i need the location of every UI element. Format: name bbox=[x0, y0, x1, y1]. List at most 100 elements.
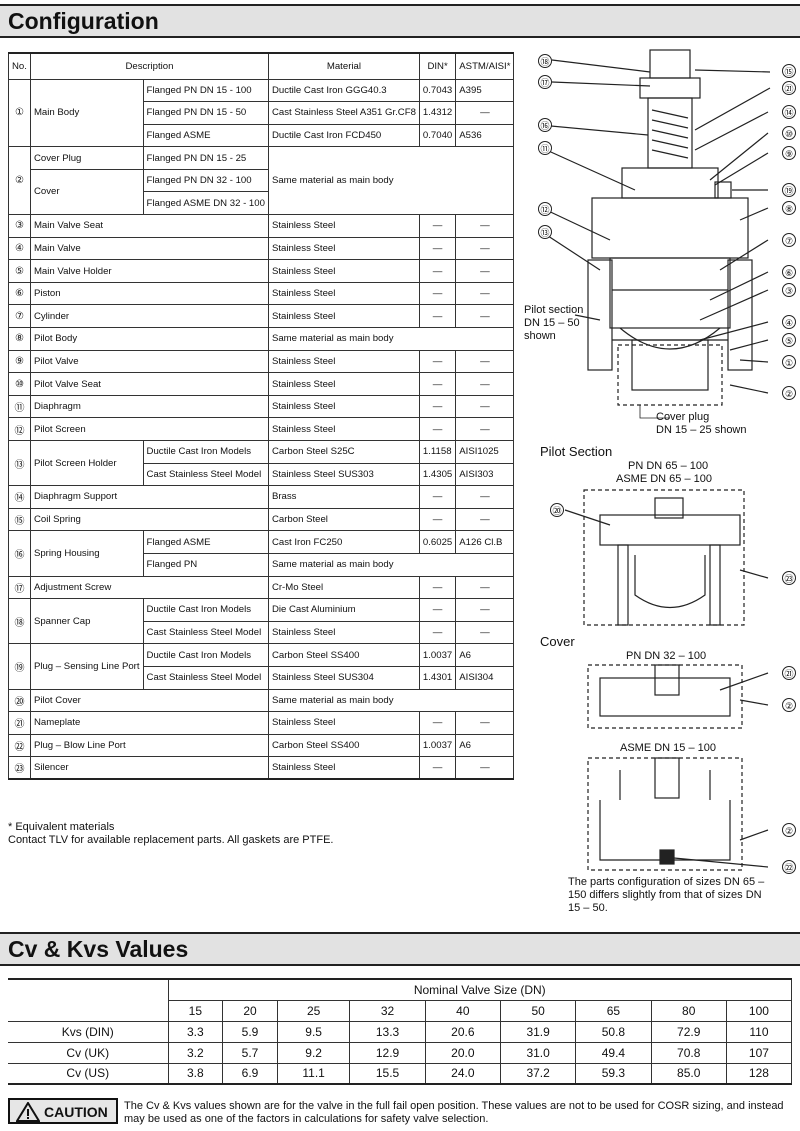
value-cell: 9.2 bbox=[276, 1041, 351, 1064]
value-cell: 11.1 bbox=[276, 1062, 351, 1085]
table-row: ⑬ Pilot Screen Holder Ductile Cast Iron … bbox=[8, 439, 515, 487]
material: Stainless Steel SUS303 bbox=[267, 462, 420, 487]
callout-17: ⑰ bbox=[538, 75, 552, 89]
material: Brass bbox=[267, 485, 420, 509]
material: Die Cast Aluminium bbox=[267, 598, 420, 622]
cylinder-shape bbox=[609, 257, 731, 329]
material: Carbon Steel SS400 bbox=[267, 643, 420, 667]
row-number: ⑪ bbox=[8, 394, 31, 419]
part-name: Main Valve bbox=[29, 236, 269, 261]
din-code: 1.4305 bbox=[418, 462, 457, 487]
value-cell: 37.2 bbox=[499, 1062, 577, 1085]
din-code: — bbox=[418, 259, 457, 283]
row-number: ④ bbox=[8, 236, 31, 261]
row-number: ⑬ bbox=[8, 439, 31, 487]
part-name: Silencer bbox=[29, 756, 269, 780]
material: Cast Stainless Steel A351 Gr.CF8 bbox=[267, 101, 420, 125]
material: Same material as main body bbox=[267, 688, 515, 713]
table-row: ⑯ Spring Housing Flanged ASME Cast Iron … bbox=[8, 530, 515, 577]
callout-2c: ② bbox=[782, 823, 796, 837]
din-code: 0.7040 bbox=[418, 123, 457, 148]
size-cell: 50 bbox=[499, 999, 577, 1022]
material: Ductile Cast Iron GGG40.3 bbox=[267, 78, 420, 103]
cover-plug-sizes: DN 15 – 25 shown bbox=[656, 424, 747, 436]
row-label: Cv (UK) bbox=[8, 1041, 169, 1064]
pilot-section-shape bbox=[591, 197, 749, 259]
row-number: ⑧ bbox=[8, 327, 31, 351]
din-code: 1.1158 bbox=[418, 440, 457, 464]
value-cell: 5.9 bbox=[222, 1020, 278, 1043]
din-code: — bbox=[418, 417, 457, 441]
table-row: Flanged ASME Ductile Cast Iron FCD450 0.… bbox=[9, 123, 515, 148]
cover-pn-outline bbox=[587, 664, 743, 729]
material: Stainless Steel bbox=[267, 417, 420, 441]
row-number: ⑳ bbox=[8, 688, 31, 713]
caution-badge: CAUTION bbox=[8, 1098, 118, 1124]
row-number: ㉒ bbox=[8, 733, 31, 758]
row-number: ③ bbox=[8, 214, 31, 238]
row-number: ⑤ bbox=[8, 259, 31, 283]
configuration-title: Configuration bbox=[8, 8, 159, 34]
callout-9: ⑨ bbox=[782, 146, 796, 160]
material: Stainless Steel bbox=[267, 711, 420, 735]
part-name: Plug – Blow Line Port bbox=[29, 733, 269, 758]
part-name: Pilot Cover bbox=[29, 688, 269, 713]
value-cell: 5.7 bbox=[222, 1041, 278, 1064]
material: Stainless Steel SUS304 bbox=[267, 665, 420, 690]
row-number: ⑰ bbox=[8, 575, 31, 600]
din-code: — bbox=[418, 711, 457, 735]
part-name: Nameplate bbox=[29, 711, 269, 735]
table-row: Cv (UK) 3.2 5.7 9.2 12.9 20.0 31.0 49.4 … bbox=[8, 1041, 793, 1064]
row-number: ⑮ bbox=[8, 507, 31, 532]
din-code: 1.4301 bbox=[418, 665, 457, 690]
table-row: Flanged PN Same material as main body bbox=[9, 552, 515, 577]
astm-code: — bbox=[455, 756, 515, 780]
part-variant: Flanged PN bbox=[142, 552, 269, 577]
value-cell: 31.0 bbox=[499, 1041, 577, 1064]
table-row: Cover Flanged PN DN 32 - 100 bbox=[9, 168, 514, 216]
table-header-row: Nominal Valve Size (DN) bbox=[8, 978, 792, 1022]
din-code: — bbox=[418, 485, 457, 509]
din-code: 1.0037 bbox=[418, 643, 457, 667]
din-code: — bbox=[418, 620, 457, 645]
sensing-plug-shape bbox=[714, 181, 732, 199]
callout-10: ⑩ bbox=[782, 126, 796, 140]
nominal-size-header: Nominal Valve Size (DN) bbox=[167, 978, 792, 1001]
warning-triangle-icon bbox=[16, 1102, 40, 1122]
material: Stainless Steel bbox=[267, 214, 420, 238]
din-code: — bbox=[418, 304, 457, 329]
material: Stainless Steel bbox=[267, 281, 420, 306]
material: Ductile Cast Iron FCD450 bbox=[267, 123, 420, 148]
din-code: 0.6025 bbox=[418, 530, 457, 554]
row-number: ㉑ bbox=[8, 711, 31, 735]
din-code: — bbox=[418, 214, 457, 238]
cover-plug-label: Cover plug bbox=[656, 411, 710, 423]
callout-18: ⑱ bbox=[538, 54, 552, 68]
part-name: Cylinder bbox=[29, 304, 269, 329]
part-name: Pilot Body bbox=[29, 327, 269, 351]
col-astm: ASTM/AISI* bbox=[455, 52, 515, 80]
size-cell: 25 bbox=[276, 999, 351, 1022]
size-cell: 15 bbox=[167, 999, 224, 1022]
col-description: Description bbox=[29, 52, 269, 80]
callout-8: ⑧ bbox=[782, 201, 796, 215]
part-name: Piston bbox=[29, 281, 269, 306]
callout-21: ㉑ bbox=[782, 81, 796, 95]
callout-11: ⑪ bbox=[538, 141, 552, 155]
pilot-section-outline bbox=[583, 489, 745, 626]
part-name: Plug – Sensing Line Port bbox=[29, 643, 144, 690]
part-variant: Flanged PN DN 15 - 25 bbox=[142, 146, 269, 170]
material: Cr-Mo Steel bbox=[267, 575, 420, 600]
pilot-body-shape bbox=[621, 167, 719, 199]
part-variant: Cast Stainless Steel Model bbox=[142, 620, 269, 645]
footnote-equivalent: * Equivalent materials bbox=[8, 821, 115, 833]
cover-plug-note: Cover plug DN 15 – 25 shown bbox=[656, 411, 747, 437]
din-code: — bbox=[418, 394, 457, 419]
value-cell: 3.3 bbox=[167, 1020, 224, 1043]
